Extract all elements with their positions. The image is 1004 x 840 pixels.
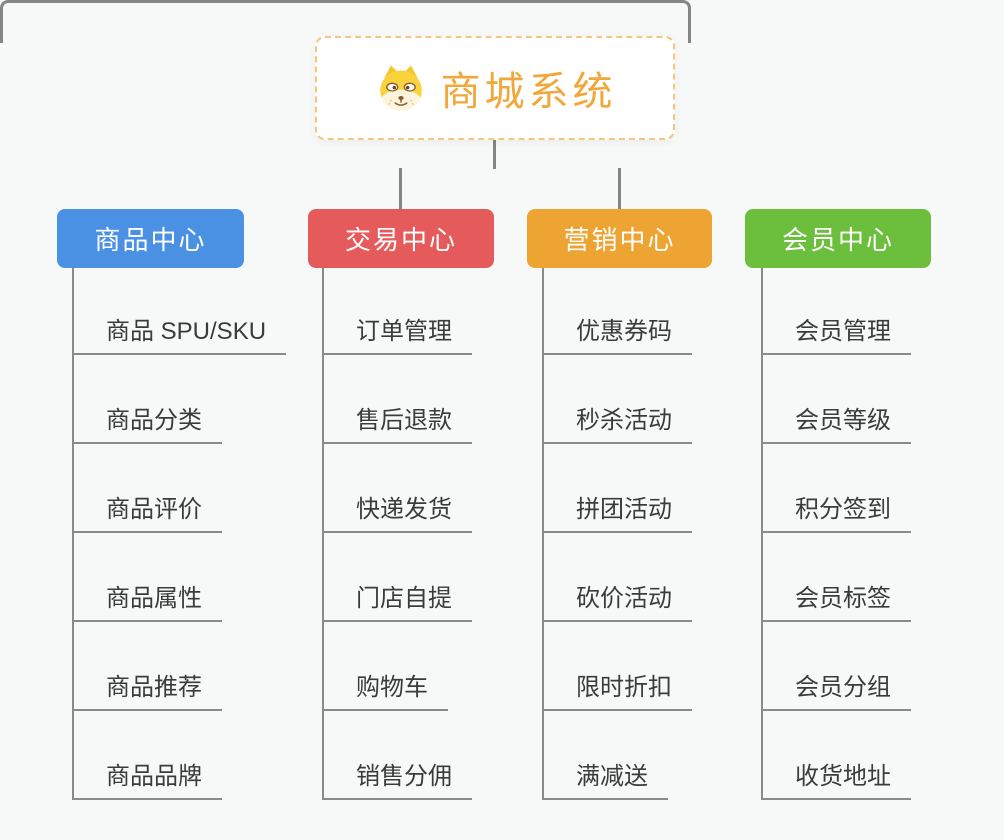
branch-label: 交易中心 [344, 225, 457, 255]
root-title: 商城系统 [440, 70, 617, 114]
connector-bus [0, 0, 691, 43]
leaf-topic[interactable]: 快递发货 [324, 494, 472, 533]
connector-root-stub [493, 139, 496, 169]
branch-label: 会员中心 [781, 225, 894, 255]
leaf-topic[interactable]: 订单管理 [324, 316, 472, 355]
branch-box-3[interactable]: 营销中心 [527, 209, 712, 268]
leaf-topic[interactable]: 积分签到 [763, 494, 911, 533]
leaf-topic[interactable]: 商品评价 [74, 494, 222, 533]
branch-box-1[interactable]: 商品中心 [57, 209, 244, 268]
leaf-topic[interactable]: 收货地址 [763, 761, 911, 800]
branch-children-3: 优惠券码 秒杀活动 拼团活动 砍价活动 限时折扣 满减送 [542, 268, 692, 800]
leaf-topic[interactable]: 限时折扣 [544, 672, 692, 711]
root-topic[interactable]: 商城系统 [315, 36, 675, 140]
branch-box-4[interactable]: 会员中心 [745, 209, 931, 268]
leaf-topic[interactable]: 秒杀活动 [544, 405, 692, 444]
leaf-topic[interactable]: 销售分佣 [324, 761, 472, 800]
leaf-topic[interactable]: 会员管理 [763, 316, 911, 355]
doge-icon [374, 63, 428, 113]
leaf-topic[interactable]: 商品分类 [74, 405, 222, 444]
branch-label: 营销中心 [563, 225, 676, 255]
branch-children-4: 会员管理 会员等级 积分签到 会员标签 会员分组 收货地址 [761, 268, 911, 800]
leaf-topic[interactable]: 满减送 [544, 761, 668, 800]
leaf-topic[interactable]: 砍价活动 [544, 583, 692, 622]
branch-children-2: 订单管理 售后退款 快递发货 门店自提 购物车 销售分佣 [322, 268, 472, 800]
leaf-topic[interactable]: 商品品牌 [74, 761, 222, 800]
connector-drop-branch-2 [399, 168, 402, 209]
leaf-topic[interactable]: 购物车 [324, 672, 448, 711]
leaf-topic[interactable]: 商品推荐 [74, 672, 222, 711]
leaf-topic[interactable]: 商品属性 [74, 583, 222, 622]
leaf-topic[interactable]: 售后退款 [324, 405, 472, 444]
branch-label: 商品中心 [94, 225, 207, 255]
leaf-topic[interactable]: 商品 SPU/SKU [74, 316, 287, 355]
branch-children-1: 商品 SPU/SKU 商品分类 商品评价 商品属性 商品推荐 商品品牌 [72, 268, 287, 800]
connector-drop-branch-3 [618, 168, 621, 209]
leaf-topic[interactable]: 门店自提 [324, 583, 472, 622]
leaf-topic[interactable]: 会员等级 [763, 405, 911, 444]
branch-box-2[interactable]: 交易中心 [308, 209, 494, 268]
leaf-topic[interactable]: 拼团活动 [544, 494, 692, 533]
leaf-topic[interactable]: 优惠券码 [544, 316, 692, 355]
leaf-topic[interactable]: 会员分组 [763, 672, 911, 711]
leaf-topic[interactable]: 会员标签 [763, 583, 911, 622]
